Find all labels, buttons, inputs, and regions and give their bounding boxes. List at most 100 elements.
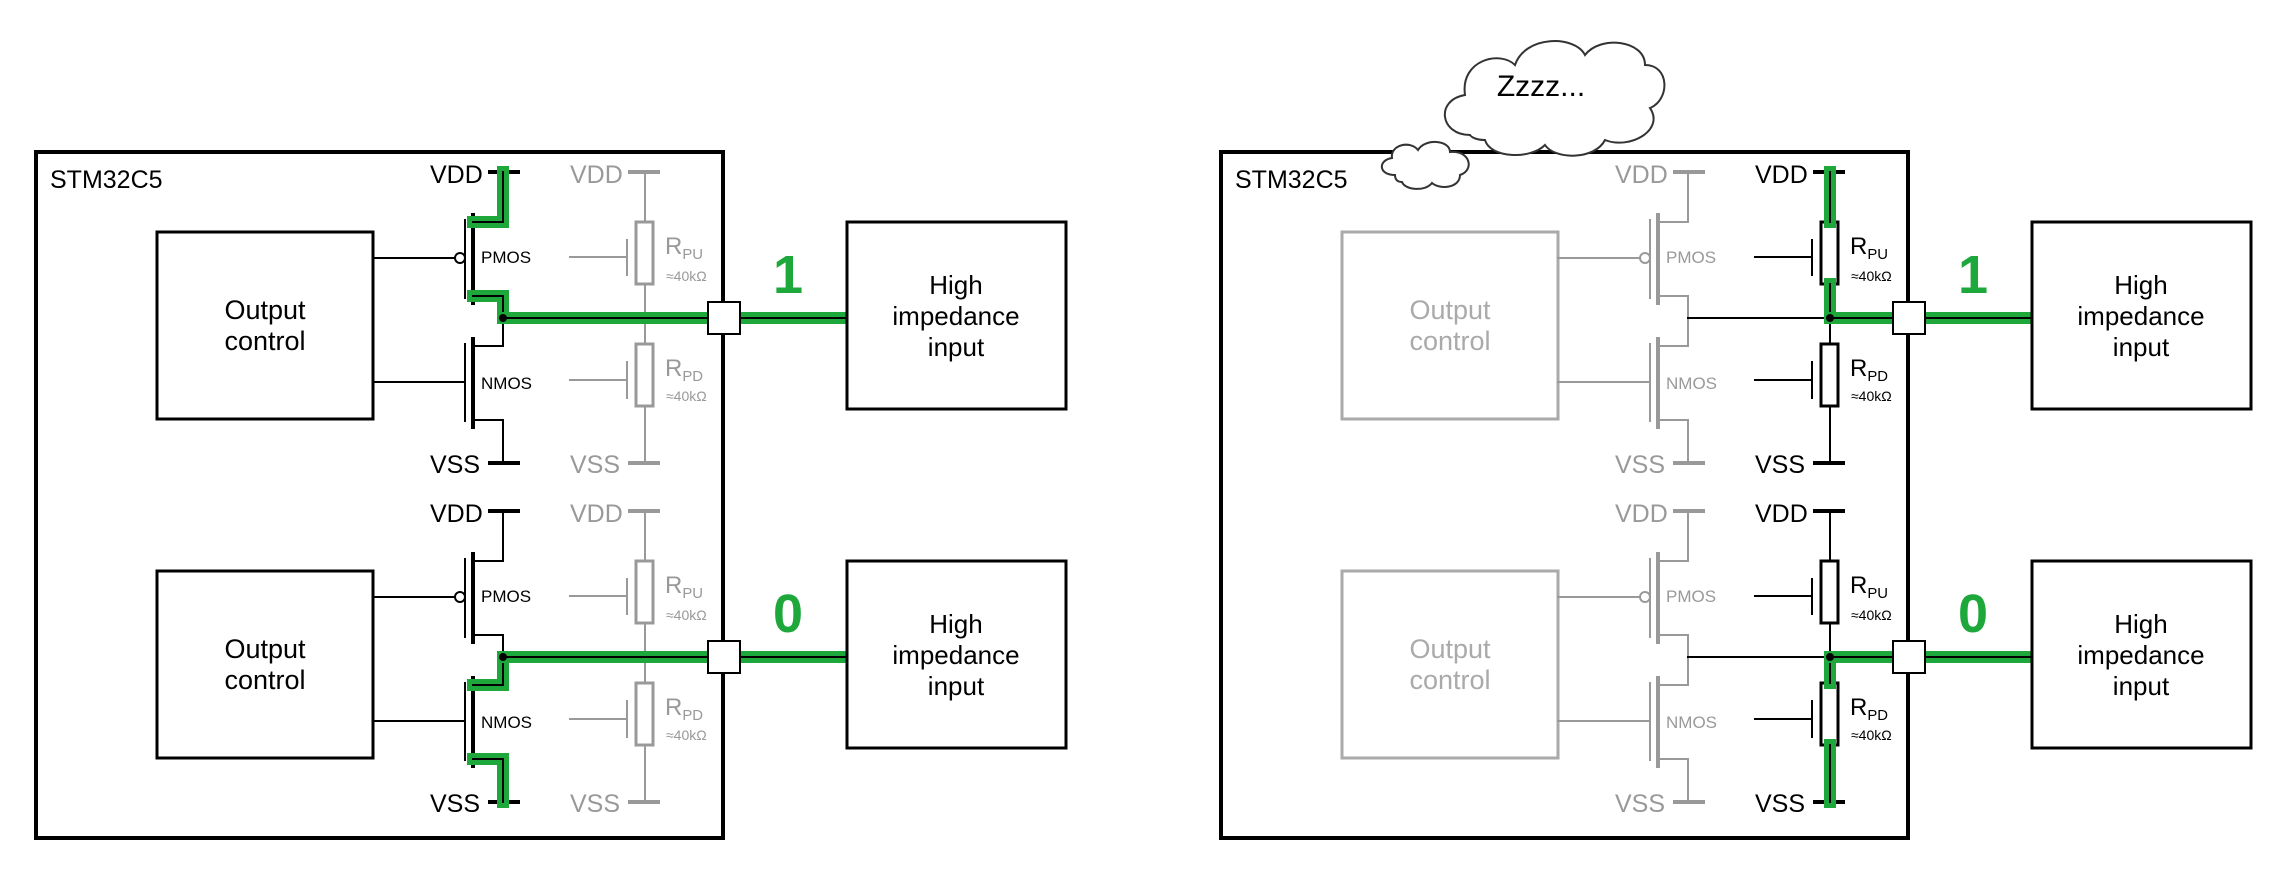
high-impedance-label-line3: input bbox=[928, 671, 985, 701]
pmos-drain-on-core bbox=[472, 295, 504, 319]
rpd-label-subscript: PD bbox=[1867, 369, 1888, 385]
rpu-value: ≈40kΩ bbox=[666, 268, 707, 284]
nmos-drain bbox=[1657, 317, 1689, 347]
nmos-drain bbox=[472, 317, 504, 347]
pmos-drain bbox=[472, 634, 504, 658]
nmos-label: NMOS bbox=[1666, 374, 1717, 393]
rpu-label-main: R bbox=[1850, 233, 1867, 260]
output-control-label-line2: control bbox=[1409, 665, 1490, 695]
transistor-vss-label: VSS bbox=[1615, 451, 1665, 479]
nmos-source bbox=[1657, 419, 1689, 464]
high-impedance-label-line2: impedance bbox=[892, 640, 1019, 670]
pmos-label: PMOS bbox=[481, 587, 531, 606]
transistor-vss-label: VSS bbox=[430, 451, 480, 479]
high-impedance-label-line2: impedance bbox=[892, 301, 1019, 331]
right-channel-upper: OutputcontrolPMOSNMOSVDDVSSVDDVSSRPU≈40k… bbox=[1340, 161, 2253, 479]
pull-up-resistor bbox=[634, 220, 655, 286]
pmos-gate-bubble bbox=[454, 252, 466, 264]
rpd-value: ≈40kΩ bbox=[1851, 727, 1892, 743]
resistor-vdd-label: VDD bbox=[570, 161, 623, 189]
output-node bbox=[497, 301, 853, 335]
high-impedance-label-line3: input bbox=[928, 332, 985, 362]
rpu-label-main: R bbox=[665, 233, 682, 260]
rpu-label: RPU bbox=[1850, 572, 1888, 602]
rpd-label: RPD bbox=[665, 694, 703, 724]
rpu-label-main: R bbox=[665, 572, 682, 599]
resistor-vdd-label: VDD bbox=[1755, 161, 1808, 189]
pmos-drain bbox=[1657, 634, 1689, 658]
transistor-vss-label: VSS bbox=[1615, 790, 1665, 818]
nmos-label: NMOS bbox=[1666, 713, 1717, 732]
pmos-gate-bubble bbox=[454, 591, 466, 603]
logic-level: 0 bbox=[773, 584, 803, 644]
nmos-label: NMOS bbox=[481, 713, 532, 732]
high-impedance-label-line2: impedance bbox=[2077, 301, 2204, 331]
nmos-source bbox=[472, 419, 504, 464]
output-control-label-line1: Output bbox=[224, 295, 306, 325]
pull-down-resistor bbox=[1819, 342, 1840, 408]
sleep-cloud: Zzzz... bbox=[1380, 40, 1666, 190]
rpu-label: RPU bbox=[665, 233, 703, 263]
high-impedance-label-line1: High bbox=[2114, 609, 2167, 639]
pull-down-resistor bbox=[1819, 681, 1840, 747]
pmos-gate-bubble bbox=[1639, 591, 1651, 603]
rpd-label-subscript: PD bbox=[682, 708, 703, 724]
rpd-label-main: R bbox=[665, 355, 682, 382]
high-impedance-label-line1: High bbox=[2114, 270, 2167, 300]
nmos-label: NMOS bbox=[481, 374, 532, 393]
logic-level: 0 bbox=[1958, 584, 1988, 644]
right-panel: STM32C5 bbox=[1219, 150, 1910, 840]
node-dot bbox=[1826, 314, 1834, 322]
chip-label: STM32C5 bbox=[50, 166, 163, 194]
pull-up-resistor bbox=[634, 559, 655, 625]
rpd-label: RPD bbox=[1850, 355, 1888, 385]
high-impedance-label-line1: High bbox=[929, 609, 982, 639]
rpd-label-main: R bbox=[1850, 355, 1867, 382]
rpu-label: RPU bbox=[1850, 233, 1888, 263]
pmos-drain bbox=[1657, 295, 1689, 319]
io-pad bbox=[707, 301, 741, 335]
resistor-vss-label: VSS bbox=[570, 790, 620, 818]
resistor-vss-label: VSS bbox=[1755, 790, 1805, 818]
output-node bbox=[497, 640, 853, 674]
rpd-label-main: R bbox=[1850, 694, 1867, 721]
output-control-box bbox=[1340, 230, 1560, 421]
pull-up-resistor bbox=[1819, 559, 1840, 625]
pmos-source bbox=[472, 510, 504, 562]
logic-level: 1 bbox=[1958, 245, 1988, 305]
rpu-label: RPU bbox=[665, 572, 703, 602]
chip-outline bbox=[1219, 150, 1910, 840]
rpd-value: ≈40kΩ bbox=[1851, 388, 1892, 404]
nmos-drain bbox=[1657, 656, 1689, 686]
transistor-vdd-label: VDD bbox=[1615, 500, 1668, 528]
left-channel-lower: OutputcontrolPMOSNMOSVDDVSSVDDVSSRPU≈40k… bbox=[155, 500, 1068, 818]
rpu-value: ≈40kΩ bbox=[1851, 268, 1892, 284]
io-pad bbox=[1892, 640, 1926, 674]
high-impedance-input-box bbox=[2030, 220, 2253, 411]
output-control-box bbox=[155, 569, 375, 760]
output-control-box bbox=[155, 230, 375, 421]
rpd-label: RPD bbox=[665, 355, 703, 385]
output-control-label-line2: control bbox=[1409, 326, 1490, 356]
pmos-source bbox=[1657, 510, 1689, 562]
rpu-label-subscript: PU bbox=[682, 247, 703, 263]
rpd-label-subscript: PD bbox=[1867, 708, 1888, 724]
left-channel-upper: OutputcontrolPMOSNMOSVDDVSSVDDVSSRPU≈40k… bbox=[155, 161, 1068, 479]
nmos-source-on-core bbox=[472, 758, 504, 803]
rpd-label-main: R bbox=[665, 694, 682, 721]
right-channel-lower: OutputcontrolPMOSNMOSVDDVSSVDDVSSRPU≈40k… bbox=[1340, 500, 2253, 818]
rpu-value: ≈40kΩ bbox=[1851, 607, 1892, 623]
high-impedance-label-line1: High bbox=[929, 270, 982, 300]
output-control-label-line2: control bbox=[224, 665, 305, 695]
chip-label: STM32C5 bbox=[1235, 166, 1348, 194]
rpu-value: ≈40kΩ bbox=[666, 607, 707, 623]
high-impedance-input-box bbox=[845, 559, 1068, 750]
high-impedance-label-line2: impedance bbox=[2077, 640, 2204, 670]
